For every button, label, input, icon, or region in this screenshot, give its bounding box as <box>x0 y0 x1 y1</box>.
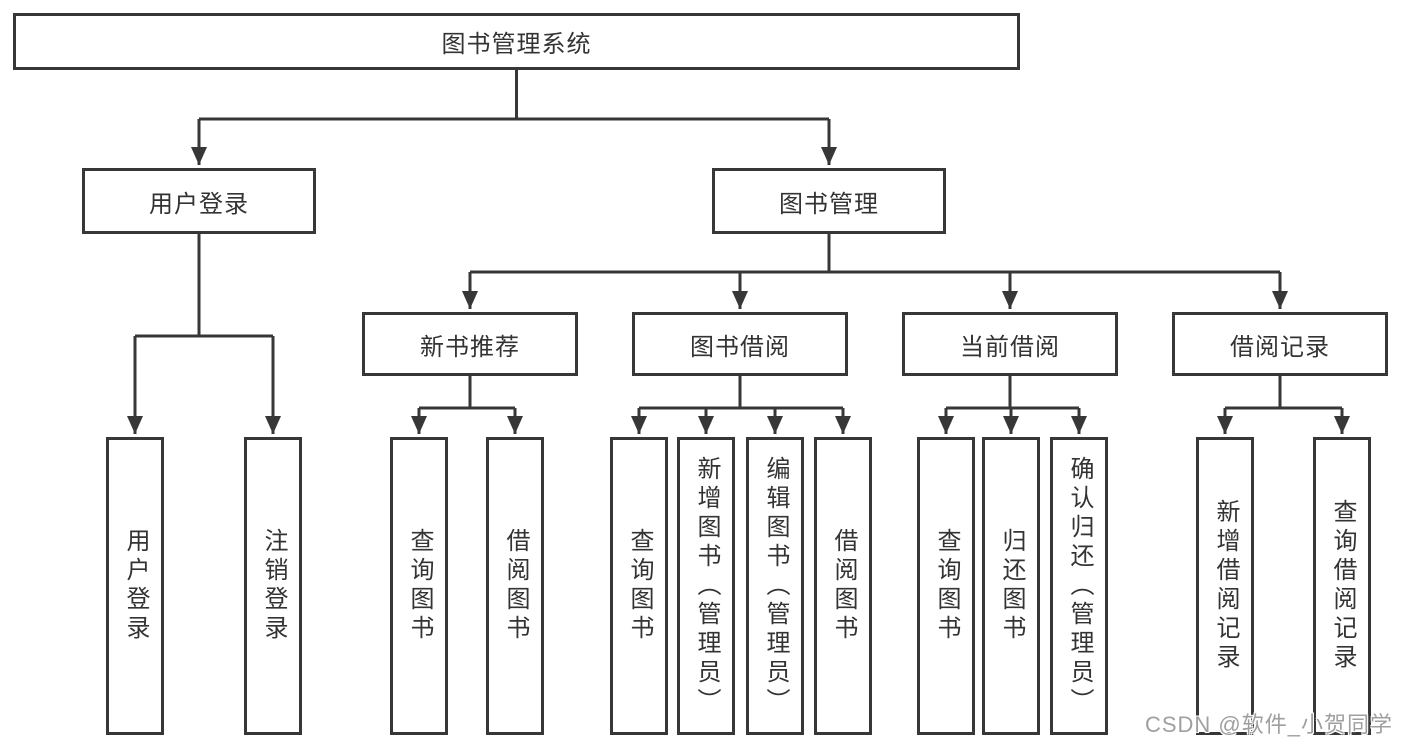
leaf-logout: 注销登录 <box>244 437 302 735</box>
leaf-borrow-books: 借阅图书 <box>814 437 872 735</box>
node-user-login: 用户登录 <box>82 168 316 234</box>
leaf-edit-books-admin: 编辑图书（管理员） <box>746 437 804 735</box>
leaf-confirm-return-admin: 确认归还（管理员） <box>1050 437 1108 735</box>
leaf-add-borrow-record: 新增借阅记录 <box>1196 437 1254 735</box>
csdn-watermark: CSDN @软件_小贺同学 <box>1144 712 1393 737</box>
leaf-query-books-borrow: 查询图书 <box>610 437 668 735</box>
leaf-user-login: 用户登录 <box>106 437 164 735</box>
node-book-management: 图书管理 <box>712 168 946 234</box>
leaf-query-borrow-record: 查询借阅记录 <box>1313 437 1371 735</box>
leaf-query-books-current: 查询图书 <box>917 437 975 735</box>
leaf-return-books: 归还图书 <box>982 437 1040 735</box>
node-book-borrow: 图书借阅 <box>632 312 848 376</box>
node-borrow-records: 借阅记录 <box>1172 312 1388 376</box>
leaf-query-books-recommend: 查询图书 <box>390 437 448 735</box>
node-library-management-system: 图书管理系统 <box>13 13 1020 70</box>
node-current-borrow: 当前借阅 <box>902 312 1118 376</box>
node-new-book-recommend: 新书推荐 <box>362 312 578 376</box>
leaf-borrow-books-recommend: 借阅图书 <box>486 437 544 735</box>
leaf-add-books-admin: 新增图书（管理员） <box>677 437 735 735</box>
